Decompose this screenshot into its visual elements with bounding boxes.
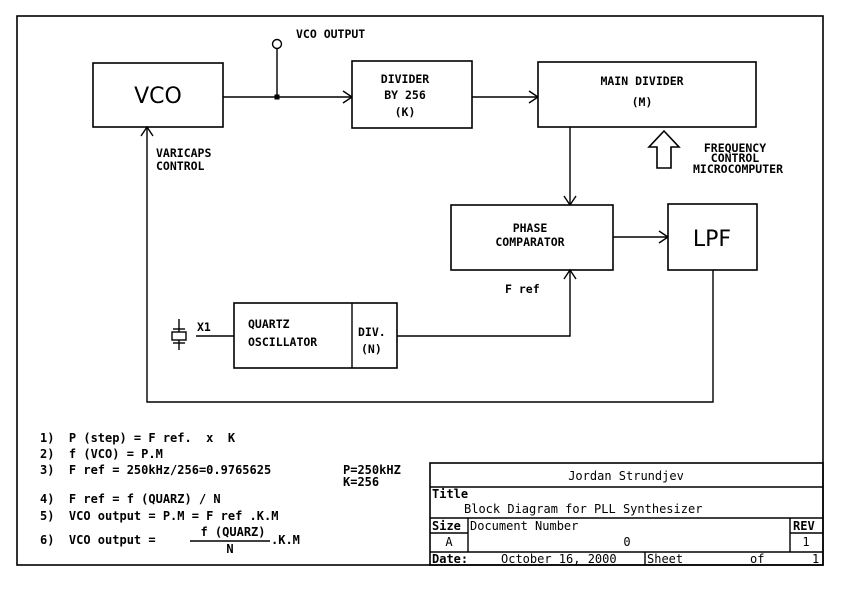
freq-label-3: MICROCOMPUTER [693, 162, 783, 176]
document-number-value: 0 [623, 535, 630, 549]
wire-lpf-vco-feedback [146, 127, 714, 403]
equation-3-note-k: K=256 [343, 475, 379, 489]
varicaps-label-1: VARICAPS [156, 146, 211, 160]
equation-3-note-p: P=250kHZ [343, 463, 401, 477]
phase-comparator-block [450, 204, 614, 271]
document-number-label: Document Number [470, 519, 578, 533]
main-divider-label-2: (M) [632, 95, 653, 109]
main-divider-label-1: MAIN DIVIDER [600, 74, 683, 88]
sheet-label: Sheet [647, 552, 683, 566]
equation-5: 5) VCO output = P.M = F ref .K.M [40, 509, 278, 523]
vco-label: VCO [134, 84, 182, 109]
rev-value: 1 [802, 535, 809, 549]
x1-label: X1 [197, 320, 211, 334]
equation-3: 3) F ref = 250kHz/256=0.9765625 [40, 463, 271, 477]
vco-output-terminal [271, 38, 283, 50]
of-label: of [750, 552, 764, 566]
freq-label-1: FREQUENCY [704, 141, 766, 155]
main-divider-block [537, 61, 757, 128]
div-label-1: DIV. [358, 325, 386, 339]
title-value: Block Diagram for PLL Synthesizer [464, 502, 702, 516]
author-name: Jordan Strundjev [568, 469, 684, 483]
divider-label-2: BY 256 [384, 88, 426, 102]
sheet-total: 1 [812, 552, 819, 566]
phase-label-2: COMPARATOR [495, 235, 564, 249]
date-value: October 16, 2000 [501, 552, 617, 566]
vco-output-label: VCO OUTPUT [296, 27, 365, 41]
frequency-control-arrow-icon [647, 129, 681, 169]
equation-6: 6) VCO output = [40, 533, 156, 547]
equation-2: 2) f (VCO) = P.M [40, 447, 163, 461]
date-label: Date: [432, 552, 468, 566]
equation-6-suffix: .K.M [271, 533, 300, 547]
arrow-fref-to-phase [563, 268, 577, 280]
fref-label: F ref [505, 282, 540, 296]
divider-block [351, 60, 473, 129]
lpf-label: LPF [693, 227, 731, 252]
equation-6-numerator: f (QUARZ) [200, 525, 265, 539]
div-label-2: (N) [361, 342, 382, 356]
phase-label-1: PHASE [513, 221, 548, 235]
crystal-icon [171, 319, 234, 350]
arrow-to-vco [140, 125, 154, 137]
title-label: Title [432, 487, 468, 501]
wire-fref [397, 270, 571, 337]
divider-label-1: DIVIDER [381, 72, 430, 86]
vco-block [92, 62, 224, 128]
equation-4: 4) F ref = f (QUARZ) / N [40, 492, 221, 506]
lpf-block [667, 203, 758, 271]
freq-label-2: CONTROL [711, 151, 760, 165]
quartz-label-1: QUARTZ [248, 317, 290, 331]
sheet-border [16, 15, 824, 566]
size-value: A [445, 535, 453, 549]
rev-label: REV [793, 519, 815, 533]
divider-label-3: (K) [395, 105, 416, 119]
varicaps-label-2: CONTROL [156, 159, 205, 173]
size-label: Size [432, 519, 461, 533]
quartz-label-2: OSCILLATOR [248, 335, 317, 349]
equation-6-denominator: N [226, 542, 233, 556]
equation-1: 1) P (step) = F ref. x K [40, 431, 236, 445]
title-block [429, 462, 824, 566]
